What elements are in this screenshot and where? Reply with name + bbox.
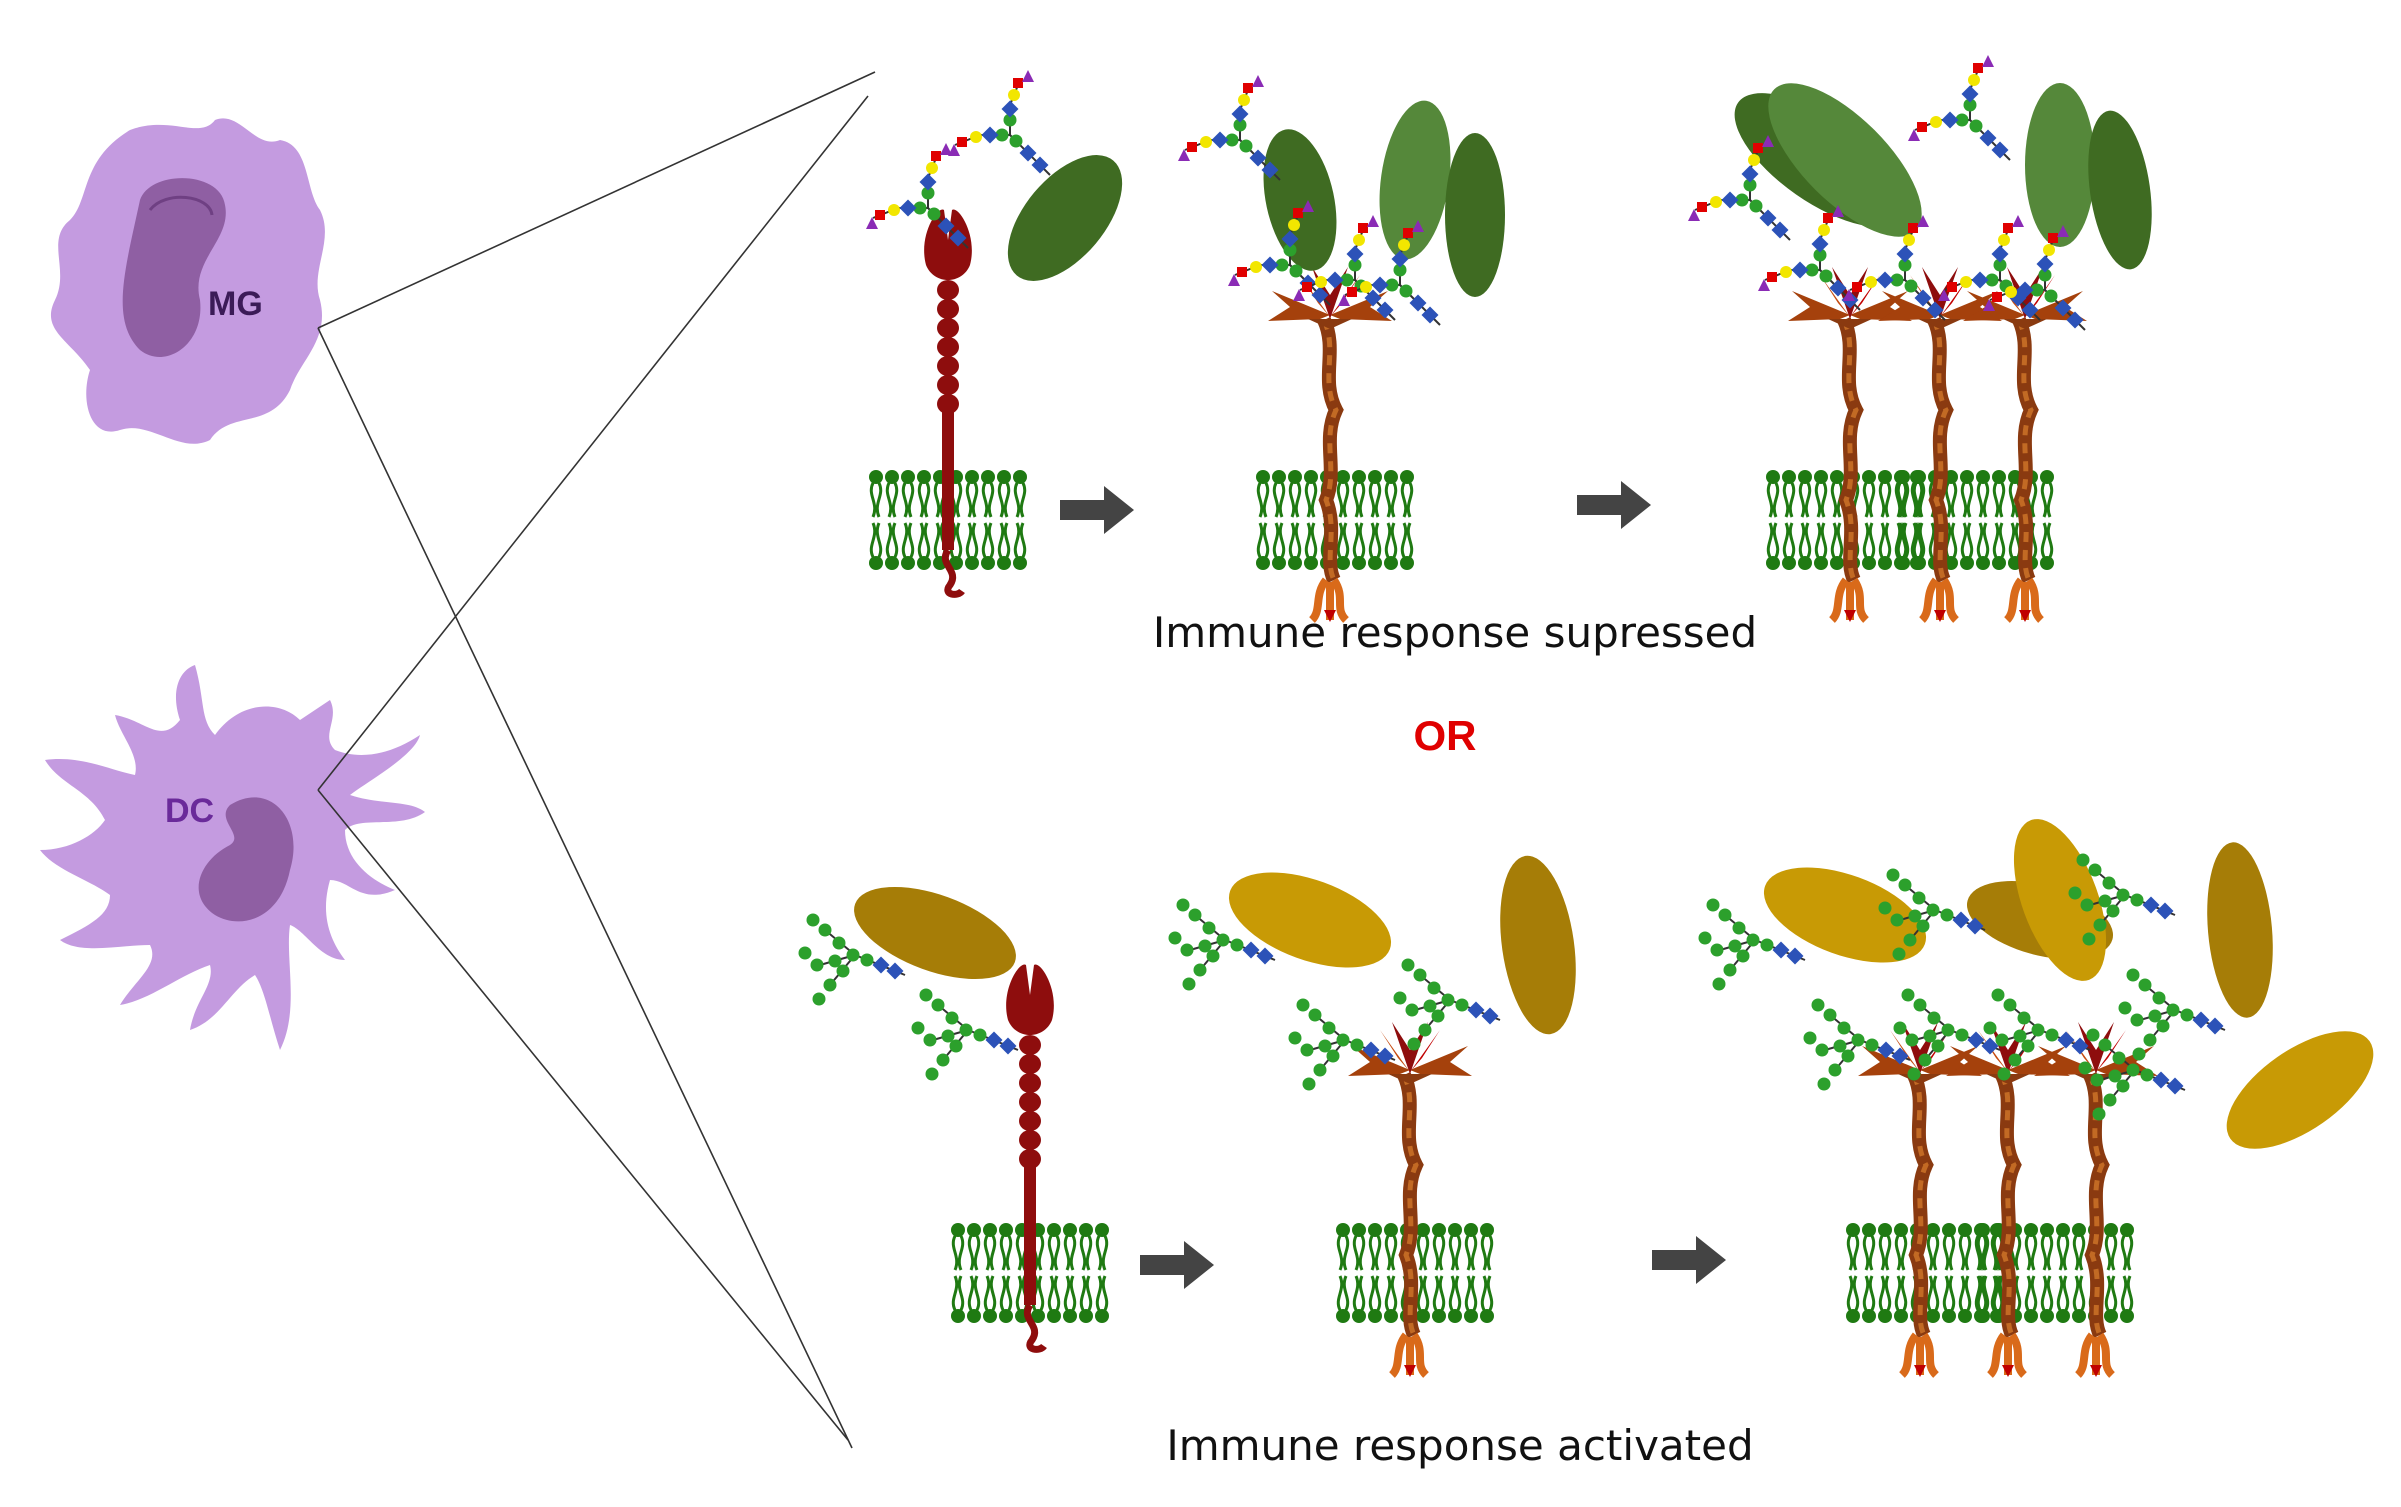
sialylated-glycan (1908, 55, 2010, 160)
bottom-panel-2 (1169, 855, 1576, 1377)
arrow-icon (1652, 1236, 1726, 1284)
glycoprotein (854, 886, 1016, 980)
glycoprotein (1379, 100, 1451, 260)
glycoprotein (2226, 1031, 2374, 1149)
lectin-oligomer (1348, 1022, 1472, 1377)
glycoprotein (1445, 133, 1505, 297)
mg-label: MG (208, 285, 263, 323)
glycoprotein (2025, 83, 2095, 247)
high-mannose-glycan (2119, 969, 2226, 1061)
monomer-receptor (924, 209, 972, 594)
zoom-lines (317, 71, 876, 1449)
glycoprotein (1500, 855, 1576, 1035)
arrow-icon (1060, 486, 1134, 534)
sialylated-glycan (948, 70, 1050, 175)
caption-or: OR (1414, 712, 1477, 759)
bottom-panel-3 (1699, 819, 2374, 1377)
glycoprotein (1763, 867, 1927, 963)
sialylated-glycan (1178, 75, 1280, 180)
microglia-cell (50, 118, 325, 444)
caption-activated: Immune response activated (1166, 1421, 1753, 1470)
top-panel-1 (866, 70, 1123, 594)
bottom-panel-1 (799, 886, 1110, 1349)
dc-label: DC (165, 792, 214, 830)
glycoprotein (1768, 83, 1922, 237)
glycoprotein (2088, 110, 2152, 270)
caption-suppressed: Immune response supressed (1153, 608, 1757, 657)
glycoprotein (1228, 872, 1392, 968)
high-mannose-glycan (1394, 959, 1501, 1051)
monomer-receptor (1006, 964, 1054, 1349)
glycoprotein (2207, 842, 2273, 1018)
dendritic-cell (40, 665, 425, 1050)
high-mannose-glycan (1289, 999, 1396, 1091)
high-mannose-glycan (912, 989, 1019, 1081)
arrow-icon (1577, 481, 1651, 529)
sialylated-glycan (866, 143, 968, 248)
glycoprotein (1007, 155, 1123, 281)
top-panel-3 (1688, 55, 2152, 622)
high-mannose-glycan (1804, 999, 1911, 1091)
top-panel-2 (1178, 75, 1505, 622)
arrow-icon (1140, 1241, 1214, 1289)
glycoprotein (1263, 129, 1337, 271)
